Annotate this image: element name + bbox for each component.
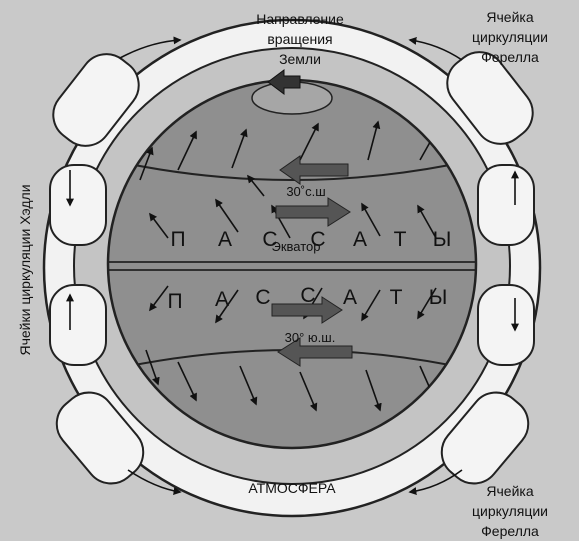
south-letter: А bbox=[343, 286, 357, 309]
north-30-label: 30˚с.ш bbox=[286, 184, 325, 199]
north-letter: С bbox=[262, 228, 277, 251]
ferrel-bottom-line-2: циркуляции bbox=[472, 503, 548, 519]
south-letter: П bbox=[167, 290, 182, 313]
atmosphere-label: АТМОСФЕРА bbox=[248, 480, 336, 496]
north-letter: Т bbox=[394, 228, 407, 251]
rotation-title-line-1: Направление bbox=[256, 11, 344, 27]
south-letter: Ы bbox=[429, 286, 448, 309]
ferrel-top-line-3: Ферелла bbox=[481, 49, 539, 65]
ferrel-top-line-2: циркуляции bbox=[472, 29, 548, 45]
north-letter: А bbox=[218, 228, 232, 251]
cell-mid-right-lower bbox=[478, 285, 534, 365]
south-letter: А bbox=[215, 288, 229, 311]
north-letter: Ы bbox=[433, 228, 452, 251]
south-letter: С bbox=[300, 284, 315, 307]
rotation-title-line-3: Земли bbox=[279, 51, 321, 67]
hadley-cells-label: Ячейки циркуляции Хэдли bbox=[17, 184, 33, 355]
cell-mid-left-lower bbox=[50, 285, 106, 365]
ferrel-bottom-line-1: Ячейка bbox=[486, 483, 533, 499]
cell-mid-right-upper bbox=[478, 165, 534, 245]
globe bbox=[108, 80, 476, 448]
south-letter: Т bbox=[390, 286, 403, 309]
south-letter: С bbox=[255, 286, 270, 309]
north-letter: С bbox=[310, 228, 325, 251]
south-30-label: 30° ю.ш. bbox=[285, 330, 336, 345]
ferrel-top-line-1: Ячейка bbox=[486, 9, 533, 25]
rotation-title-line-2: вращения bbox=[267, 31, 332, 47]
north-letter: П bbox=[170, 228, 185, 251]
cell-mid-left-upper bbox=[50, 165, 106, 245]
north-letter: А bbox=[353, 228, 367, 251]
ferrel-bottom-line-3: Ферелла bbox=[481, 523, 539, 539]
